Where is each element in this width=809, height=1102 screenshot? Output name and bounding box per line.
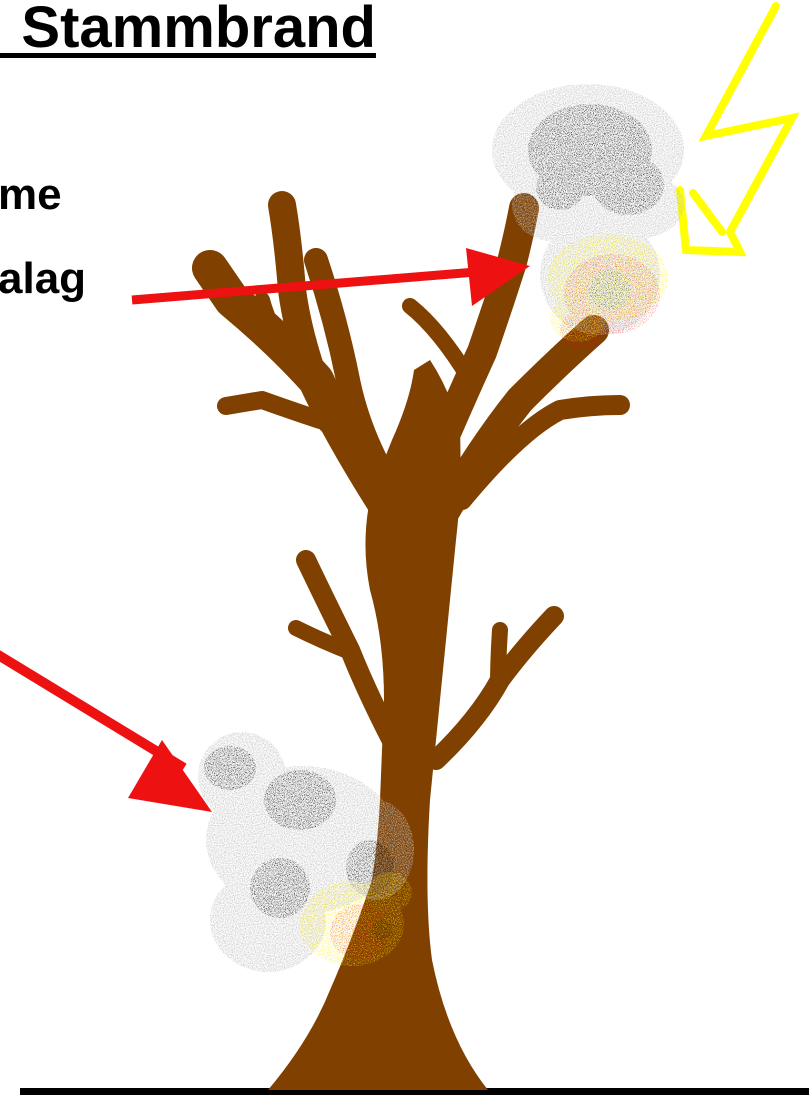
lightning-bolt-icon <box>680 6 792 252</box>
fire-icon <box>548 234 668 350</box>
arrow-icon <box>0 650 212 812</box>
